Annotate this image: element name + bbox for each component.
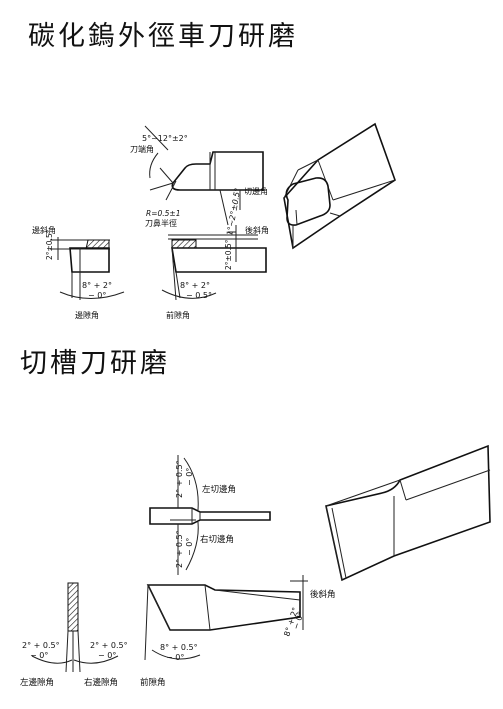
front-relief-angle-label: 前隙角 [166,310,190,320]
nose-radius-spec: R=0.5±1 [146,209,180,218]
right-cutting-angle-label: 右切邊角 [200,534,234,545]
side-cutting-angle-spec: 1°~2°±0.5° [225,187,242,236]
front-relief-tolerance: − 0.5° [186,291,212,300]
side-rake-angle-label: 邊斜角 [32,225,56,235]
left-cutting-angle-label: 左切邊角 [202,484,236,495]
right-relief-tolerance: − 0° [98,651,116,660]
grooving-front-relief-spec: 8° + 0.5° [160,643,198,652]
left-relief-angle-label: 左邊隙角 [20,677,54,688]
grooving-tool-top-view [149,455,271,575]
left-relief-spec: 2° + 0.5° [22,641,60,650]
turning-tool-3d-view [283,122,396,250]
side-relief-spec: 8° + 2° [82,281,112,290]
nose-angle-spec: 5°~12°±2° [142,134,188,143]
left-relief-tolerance: − 0° [30,651,48,660]
turning-tool-top-view [144,125,264,226]
right-relief-angle-label: 右邊隙角 [84,677,118,688]
grooving-tool-side-view [144,575,308,661]
nose-radius-label: 刀鼻半徑 [145,218,177,228]
grooving-back-rake-label: 後斜角 [310,589,336,600]
back-rake-angle-label: 後斜角 [245,225,269,235]
side-relief-angle-label: 邊隙角 [75,310,99,320]
bottom-angle-spec: 2° + 0.5° [175,530,184,568]
side-rake-angle-spec: 2°±0.5° [45,229,54,260]
turning-tool-side-section [161,225,267,301]
right-relief-spec: 2° + 0.5° [90,641,128,650]
side-cutting-angle-label: 切邊角 [244,186,268,196]
grooving-front-relief-tolerance: − 0° [166,653,184,662]
turning-tool-title: 碳化鎢外徑車刀研磨 [28,21,298,52]
back-rake-angle-spec: 2°±0.5° [224,239,233,270]
top-angle-tolerance: − 0° [185,468,194,486]
side-relief-tolerance: − 0° [88,291,106,300]
top-angle-spec: 2° + 0.5° [175,460,184,498]
grooving-tool-cross-section [31,582,119,673]
turning-tool-front-section [50,237,125,300]
nose-angle-label: 刀端角 [130,144,154,154]
grooving-tool-3d-view [325,444,491,582]
grooving-tool-title: 切槽刀研磨 [20,348,170,379]
front-relief-spec: 8° + 2° [180,281,210,290]
bottom-angle-tolerance: − 0° [185,538,194,556]
grooving-front-relief-label: 前隙角 [140,677,166,688]
